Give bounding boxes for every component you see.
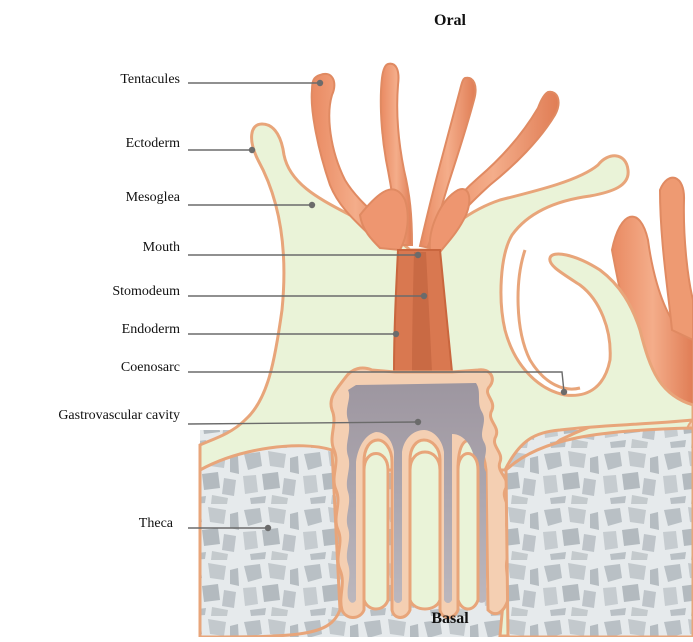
mesentery-2 (410, 452, 440, 609)
leader-dot-coenosarc (561, 389, 567, 395)
leader-dot-gastrovascular (415, 419, 421, 425)
theca-right (506, 428, 693, 637)
leader-dot-tentacules (317, 80, 323, 86)
label-mesoglea: Mesoglea (126, 190, 180, 206)
label-endoderm: Endoderm (122, 322, 180, 338)
label-tentacules: Tentacules (120, 72, 180, 88)
leader-dot-stomodeum (421, 293, 427, 299)
label-theca: Theca (139, 516, 173, 532)
label-stomodeum: Stomodeum (112, 284, 180, 300)
oral-label: Oral (390, 12, 510, 30)
leader-dot-mesoglea (309, 202, 315, 208)
label-ectoderm: Ectoderm (126, 136, 180, 152)
mesentery-3 (458, 454, 478, 610)
basal-label: Basal (390, 610, 510, 628)
label-coenosarc: Coenosarc (121, 360, 180, 376)
leader-dot-ectoderm (249, 147, 255, 153)
label-mouth: Mouth (143, 240, 180, 256)
leader-dot-endoderm (393, 331, 399, 337)
leader-dot-mouth (415, 252, 421, 258)
label-gastrovascular-cavity: Gastrovascular cavity (58, 408, 180, 424)
leader-dot-theca (265, 525, 271, 531)
mesentery-1 (364, 454, 388, 610)
theca-left (200, 446, 340, 637)
